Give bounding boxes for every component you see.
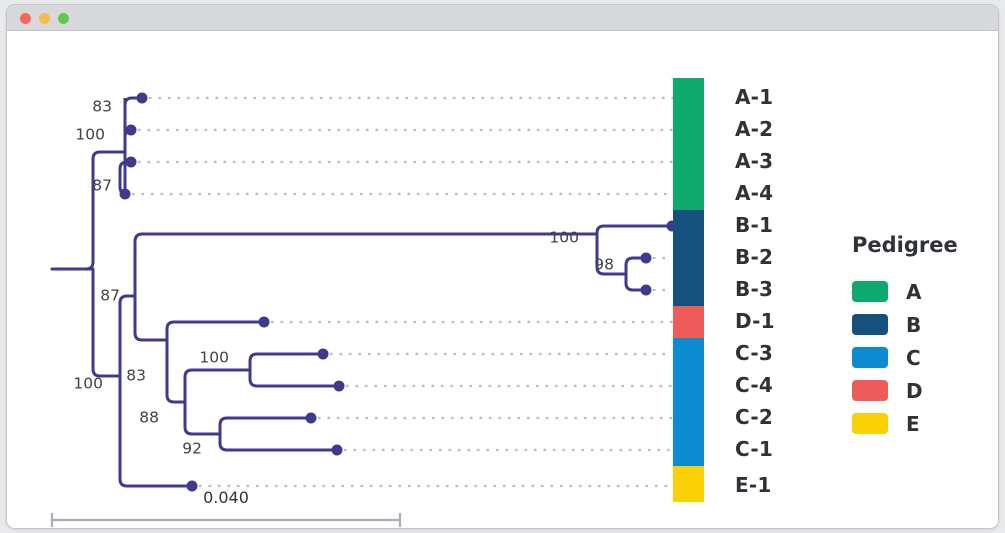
branch-path	[218, 432, 339, 452]
legend-label-a: A	[906, 279, 922, 304]
bootstrap-value: 100	[75, 126, 105, 144]
branch-path	[118, 374, 194, 488]
tip-node-dot	[317, 348, 329, 360]
legend-swatch-e	[852, 413, 888, 434]
bootstrap-value: 98	[594, 256, 614, 274]
color-bar-block-B	[673, 210, 704, 306]
branch-path	[133, 294, 169, 342]
tip-node-dot	[186, 480, 198, 492]
tip-label-c-2: C-2	[735, 405, 773, 429]
branch-path	[91, 150, 127, 161]
tip-node-dot	[305, 412, 317, 424]
branch-path	[91, 267, 122, 378]
legend-swatch-b	[852, 314, 888, 335]
branch-path	[183, 368, 252, 404]
tip-label-c-3: C-3	[735, 341, 773, 365]
branch-path	[165, 320, 266, 342]
tip-node-dot	[125, 124, 137, 136]
tip-label-b-1: B-1	[735, 213, 774, 237]
window-controls	[20, 13, 69, 24]
legend-item-a[interactable]: A	[852, 275, 998, 308]
maximize-button[interactable]	[58, 13, 69, 24]
color-bar-block-C	[673, 338, 704, 466]
tip-label-c-4: C-4	[735, 373, 773, 397]
legend-label-e: E	[906, 411, 920, 436]
tip-node-dot	[119, 188, 131, 200]
bootstrap-value: 100	[549, 229, 579, 247]
color-bar-block-E	[673, 466, 704, 502]
bootstrap-value: 88	[139, 409, 159, 427]
tip-node-dot	[640, 252, 652, 264]
legend-label-c: C	[906, 345, 921, 370]
tip-label-b-3: B-3	[735, 277, 774, 301]
tip-label-a-2: A-2	[735, 117, 774, 141]
tip-label-a-1: A-1	[735, 85, 774, 109]
legend-item-c[interactable]: C	[852, 341, 998, 374]
tree-svg: 83 100 87 100 98 87 100 83 88 100 92	[50, 78, 704, 527]
branch-path	[133, 232, 599, 298]
bootstrap-value: 83	[126, 367, 146, 385]
bootstrap-value: 100	[73, 375, 103, 393]
tip-node-dot	[136, 92, 148, 104]
legend-item-d[interactable]: D	[852, 374, 998, 407]
tree-branches	[50, 96, 674, 488]
bootstrap-value: 83	[92, 98, 112, 116]
branch-path	[624, 272, 648, 292]
legend-label-b: B	[906, 312, 922, 337]
tip-nodes	[119, 92, 678, 492]
bootstrap-value: 100	[199, 349, 229, 367]
branch-path	[183, 400, 222, 436]
tip-label-a-3: A-3	[735, 149, 774, 173]
legend-item-e[interactable]: E	[852, 407, 998, 440]
color-bar-block-A	[673, 78, 704, 210]
legend-item-b[interactable]: B	[852, 308, 998, 341]
branch-path	[248, 368, 341, 388]
branch-path	[595, 224, 674, 236]
branch-path	[248, 352, 325, 372]
branch-path	[165, 338, 187, 404]
bootstrap-value: 87	[100, 287, 120, 305]
bootstrap-value: 92	[182, 440, 202, 458]
tip-label-e-1: E-1	[735, 473, 772, 497]
group-color-bar	[673, 78, 704, 502]
tip-connector-lines	[131, 96, 675, 488]
color-bar-block-D	[673, 306, 704, 338]
legend-label-d: D	[906, 378, 923, 403]
minimize-button[interactable]	[39, 13, 50, 24]
tip-node-dot	[258, 316, 270, 328]
scale-bar-label: 0.040	[203, 488, 249, 507]
bootstrap-value: 87	[92, 177, 112, 195]
scale-bar	[50, 513, 402, 527]
branch-path	[118, 294, 137, 378]
tip-node-dot	[640, 284, 652, 296]
tip-label-b-2: B-2	[735, 245, 774, 269]
legend-swatch-c	[852, 347, 888, 368]
legend-swatch-d	[852, 380, 888, 401]
close-button[interactable]	[20, 13, 31, 24]
tip-node-dot	[333, 380, 345, 392]
tip-label-a-4: A-4	[735, 181, 774, 205]
branch-path	[624, 256, 648, 276]
branch-path	[123, 96, 144, 154]
tip-node-dot	[331, 444, 343, 456]
branch-path	[595, 232, 628, 276]
branch-path	[84, 157, 95, 271]
tip-node-dot	[125, 156, 137, 168]
legend-title: Pedigree	[852, 233, 958, 257]
window-titlebar[interactable]	[7, 5, 998, 31]
legend-swatch-a	[852, 281, 888, 302]
branch-path	[218, 416, 313, 436]
tip-label-c-1: C-1	[735, 437, 773, 461]
bootstrap-labels: 83 100 87 100 98 87 100 83 88 100 92	[73, 98, 614, 458]
tip-label-d-1: D-1	[735, 309, 775, 333]
